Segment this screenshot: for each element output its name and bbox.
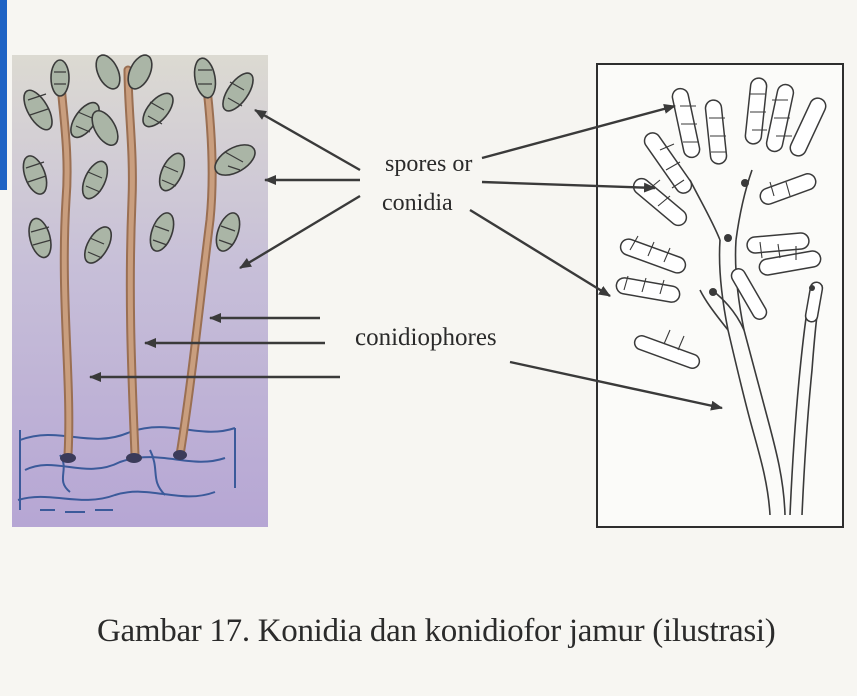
arrow-spores-left-upper: [255, 110, 360, 170]
left-illustration: [12, 51, 268, 527]
label-conidia: conidia: [382, 190, 453, 217]
figure-caption: Gambar 17. Konidia dan konidiofor jamur …: [97, 613, 775, 650]
right-illustration: [597, 64, 843, 527]
arrow-spores-right-lower: [470, 210, 610, 296]
label-conidiophores: conidiophores: [355, 324, 497, 352]
label-spores: spores or: [385, 151, 472, 178]
